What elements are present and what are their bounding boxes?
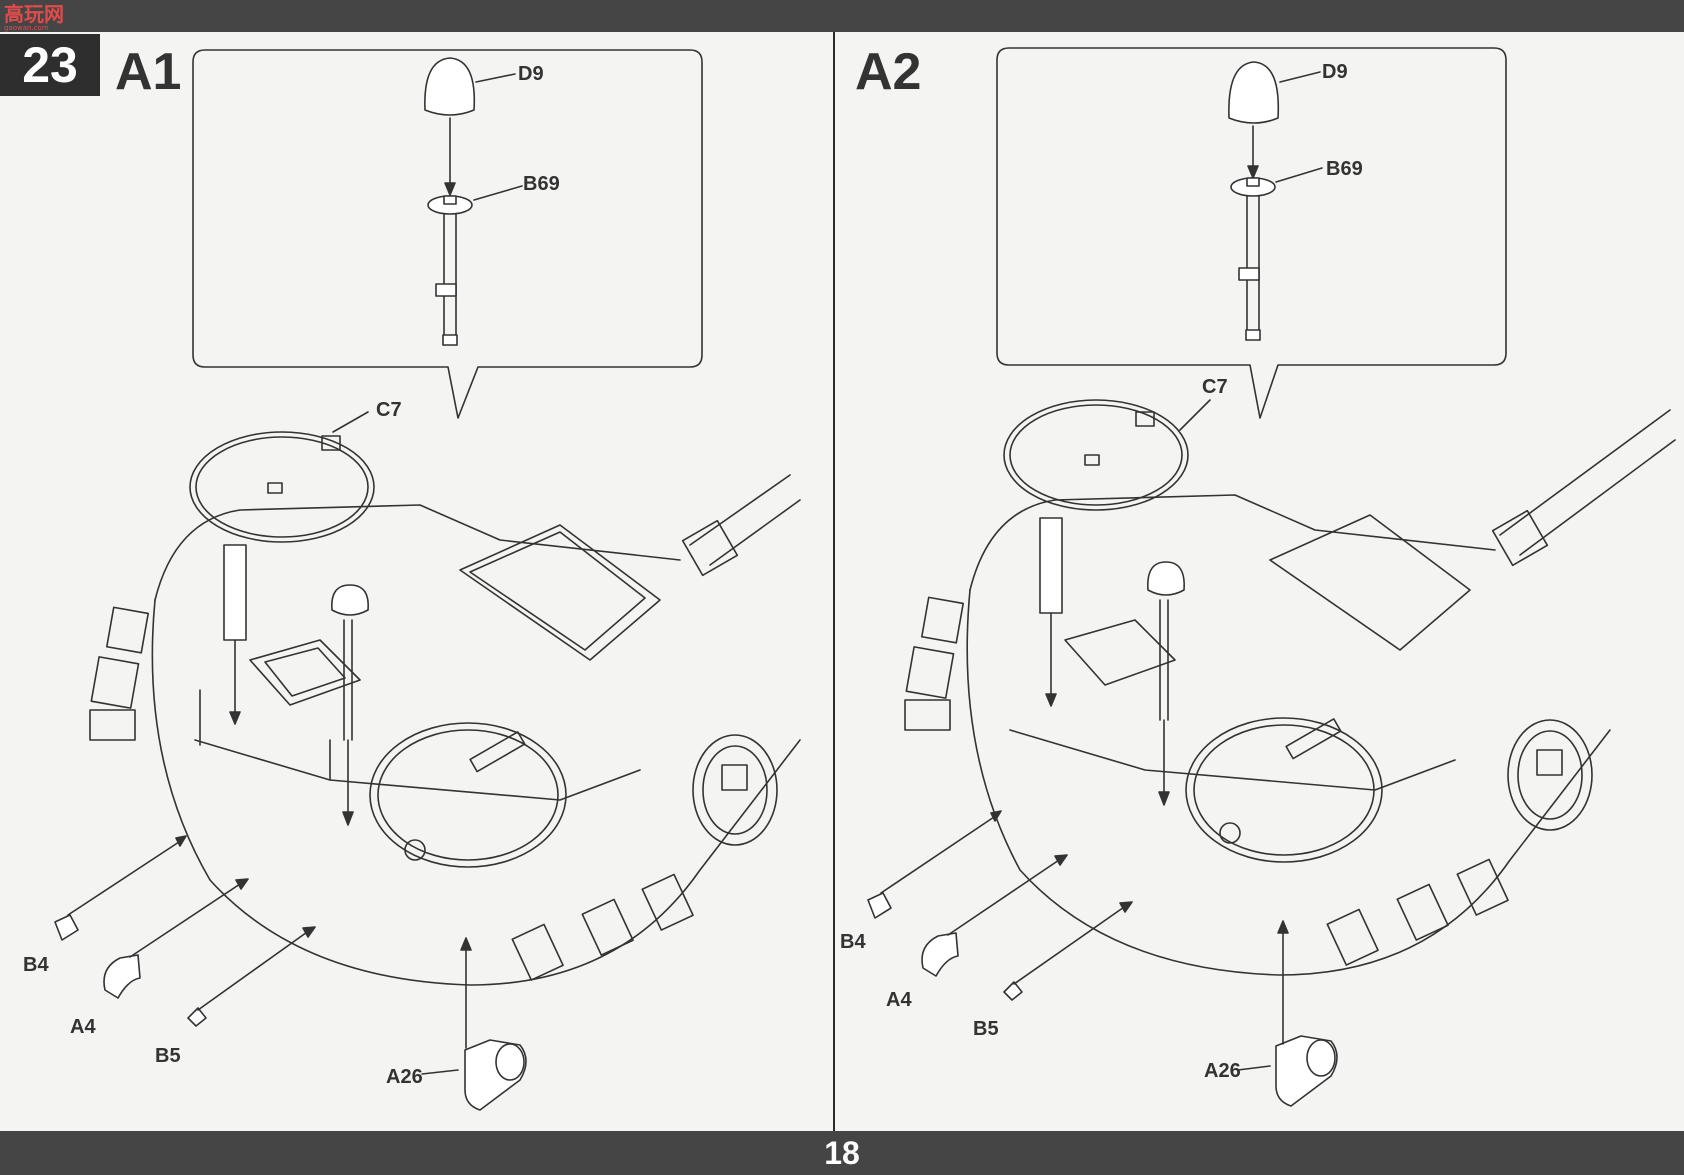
label-b5-a2: B5 [973,1018,999,1040]
part-a26 [464,1039,527,1111]
label-b69-a2: B69 [1326,158,1363,180]
page-number: 18 [824,1135,860,1171]
loader-hatch [369,722,567,868]
bottom-bar [0,1131,1684,1175]
antenna-arrowhead [444,182,456,196]
assembly-diagram-a1: D9 B69 C7 B4 A4 B5 A26 [23,49,801,1111]
label-a26: A26 [386,1066,423,1088]
watermark-logo: 高玩网 gaowan.com [4,2,64,32]
label-c7: C7 [376,399,402,421]
gun-barrel [689,474,801,566]
label-b69: B69 [523,173,560,195]
variant-label-a1: A1 [115,43,182,101]
part-a4 [103,954,141,999]
panel-divider [833,32,835,1131]
antenna-installed [331,584,369,616]
hatch-c7 [189,431,375,543]
part-b4 [54,914,79,941]
antenna-dome-d9 [424,57,476,116]
label-a4-a2: A4 [886,989,912,1011]
label-b4-a2: B4 [840,931,866,953]
label-b5: B5 [155,1045,181,1067]
label-c7-a2: C7 [1202,376,1228,398]
label-d9: D9 [518,63,544,85]
variant-label-a2: A2 [855,43,922,101]
callout-bubble-a2 [996,47,1507,419]
part-b5 [187,1007,207,1027]
turret-body [151,599,801,986]
callout-bubble [192,49,703,419]
antenna-dome-d9-a2 [1228,61,1280,124]
step-number: 23 [0,34,100,96]
label-a26-a2: A26 [1204,1060,1241,1082]
label-b4: B4 [23,954,49,976]
assembly-diagram-a2: D9 B69 C7 B4 A4 B5 A26 [840,47,1676,1107]
side-optic [692,734,778,846]
label-d9-a2: D9 [1322,61,1348,83]
top-bar [0,0,1684,32]
label-a4: A4 [70,1016,96,1038]
